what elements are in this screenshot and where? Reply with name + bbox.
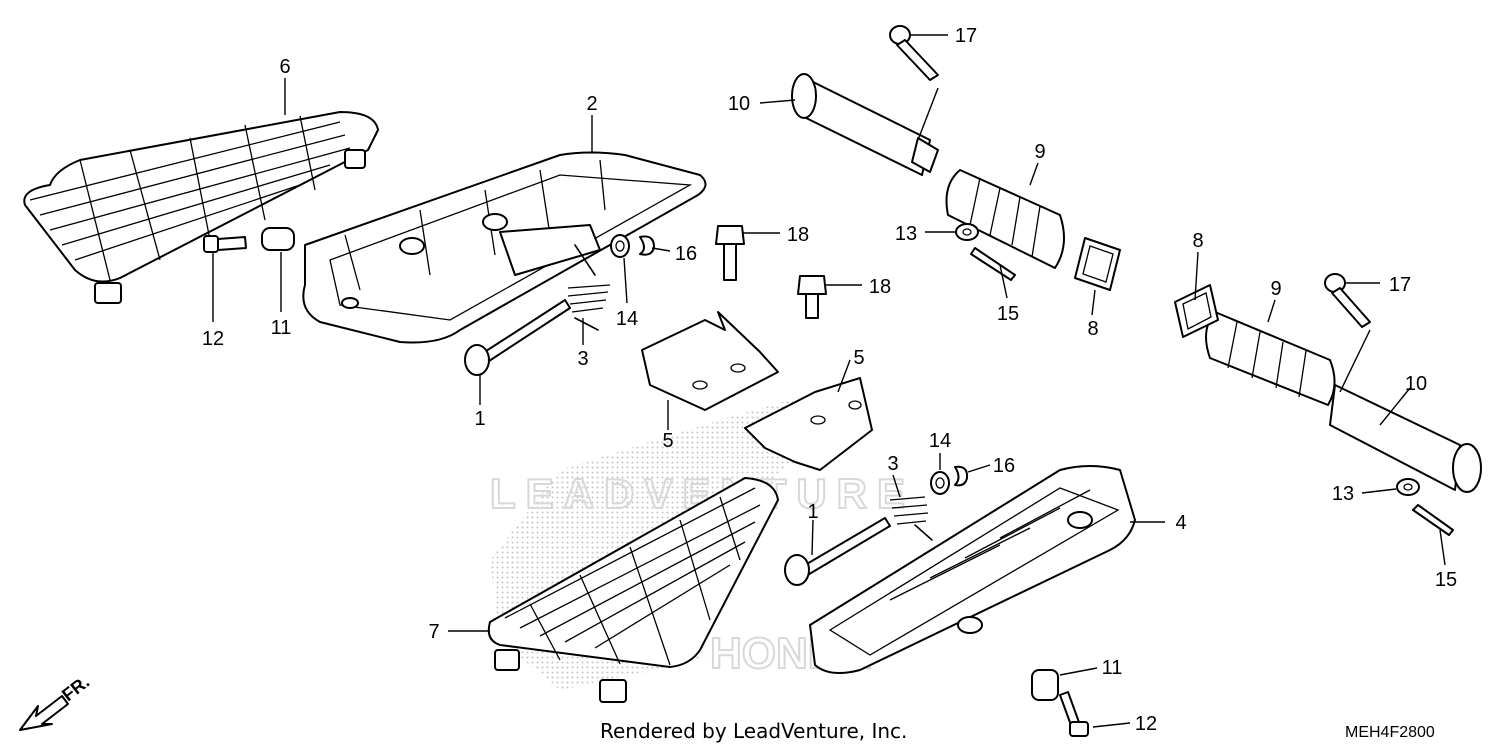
callout-9: 9 [1270, 278, 1281, 300]
part-8-ring-upper[interactable] [1074, 237, 1121, 291]
part-13-washer-upper[interactable] [955, 223, 979, 241]
callout-7: 7 [428, 621, 439, 643]
leader-lines [212, 34, 1446, 728]
part-5-bracket-lower[interactable] [744, 377, 873, 471]
part-1-pivot-pin-lower[interactable] [784, 517, 891, 586]
part-8-ring-lower[interactable] [1174, 284, 1219, 338]
callout-11: 11 [271, 317, 292, 339]
part-15-cotter-pin-upper[interactable] [970, 247, 1016, 281]
part-11-collar-lower[interactable] [1031, 669, 1059, 701]
callout-13: 13 [1332, 483, 1354, 505]
callout-5: 5 [662, 430, 673, 452]
part-18-bolt-a[interactable] [715, 225, 745, 281]
part-6-step-rubber[interactable] [23, 111, 379, 304]
callout-15: 15 [1435, 569, 1457, 591]
part-12-bolt-lower[interactable] [1059, 691, 1089, 737]
render-credit: Rendered by LeadVenture, Inc. [600, 719, 907, 743]
callout-15: 15 [997, 303, 1019, 325]
front-direction-marker: FR. [19, 672, 93, 731]
front-direction-arrow-icon [19, 695, 69, 731]
callout-18: 18 [869, 276, 891, 298]
part-4-step-holder-lower[interactable] [809, 465, 1136, 675]
callout-14: 14 [616, 308, 638, 330]
part-14-washer-upper[interactable] [610, 234, 630, 258]
part-2-step-holder[interactable] [302, 151, 707, 344]
part-18-bolt-b[interactable] [797, 275, 827, 319]
part-9-peg-rubber-lower[interactable] [1205, 311, 1336, 406]
part-11-collar-upper[interactable] [261, 227, 295, 251]
callout-1: 1 [807, 501, 818, 523]
callout-14: 14 [929, 430, 951, 452]
part-1-pivot-pin-upper[interactable] [464, 299, 571, 376]
callout-9: 9 [1034, 141, 1045, 163]
callout-10: 10 [728, 93, 750, 115]
part-15-cotter-pin-lower[interactable] [1412, 504, 1454, 536]
part-14-washer-lower[interactable] [930, 471, 950, 495]
callout-18: 18 [787, 224, 809, 246]
part-3-spring-upper[interactable] [567, 244, 611, 331]
callout-13: 13 [895, 223, 917, 245]
callout-17: 17 [955, 25, 977, 47]
callouts: 6 2 12 11 1 3 14 16 18 18 5 5 10 17 9 13… [202, 25, 1457, 735]
callout-11: 11 [1102, 657, 1123, 679]
callout-8: 8 [1192, 230, 1203, 252]
callout-1: 1 [474, 408, 485, 430]
part-5-bracket-upper[interactable] [641, 311, 779, 411]
callout-6: 6 [279, 56, 290, 78]
part-7-step-rubber-lower[interactable] [487, 477, 779, 703]
part-17-clevis-pin-lower[interactable] [1324, 273, 1371, 328]
callout-3: 3 [887, 453, 898, 475]
part-3-spring-lower[interactable] [889, 496, 933, 541]
part-10-peg-pin-lower[interactable] [1329, 384, 1482, 493]
part-17-clevis-pin-upper[interactable] [889, 25, 939, 81]
callout-2: 2 [586, 93, 597, 115]
front-direction-label: FR. [58, 672, 93, 706]
part-13-washer-lower[interactable] [1396, 478, 1420, 496]
callout-12: 12 [202, 328, 224, 350]
callout-16: 16 [675, 243, 697, 265]
callout-12: 12 [1135, 713, 1157, 735]
part-16-clip-lower[interactable] [954, 465, 969, 487]
part-16-clip-upper[interactable] [639, 235, 655, 256]
callout-4: 4 [1175, 512, 1186, 534]
callout-17: 17 [1389, 274, 1411, 296]
part-12-bolt-upper[interactable] [203, 235, 247, 253]
callout-5: 5 [853, 347, 864, 369]
diagram-code: MEH4F2800 [1345, 724, 1435, 741]
callout-8: 8 [1087, 318, 1098, 340]
callout-3: 3 [577, 348, 588, 370]
part-10-peg-pin-upper[interactable] [791, 73, 939, 176]
callout-16: 16 [993, 455, 1015, 477]
part-9-peg-rubber-upper[interactable] [945, 169, 1065, 269]
callout-10: 10 [1405, 373, 1427, 395]
